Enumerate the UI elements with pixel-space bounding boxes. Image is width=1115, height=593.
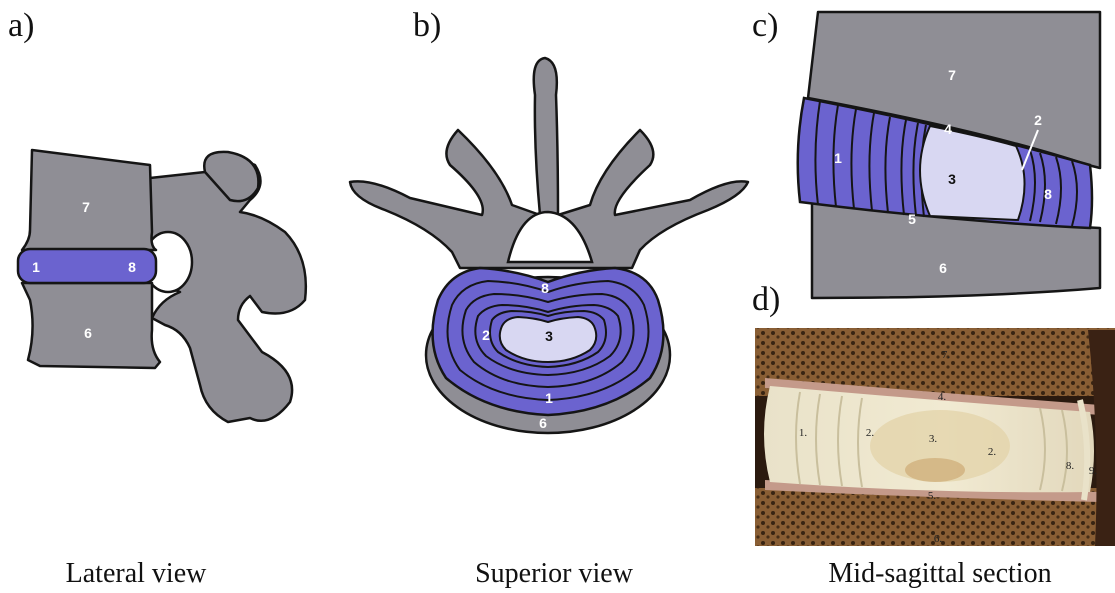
label-7-section: 7: [948, 67, 956, 83]
label-5-section: 5: [908, 211, 916, 227]
label-3-section: 3: [948, 171, 956, 187]
label-8-section: 8: [1044, 186, 1052, 202]
photo-label-9: 9.: [1089, 465, 1098, 477]
photo-label-4: 4.: [938, 391, 947, 403]
label-6-lateral: 6: [84, 325, 92, 341]
photo-label-5: 5.: [928, 490, 937, 502]
label-2-section: 2: [1034, 112, 1042, 128]
caption-lateral: Lateral view: [66, 558, 207, 589]
label-7-lateral: 7: [82, 199, 90, 215]
panel-b-letter: b): [413, 7, 441, 44]
panel-c: c) 7 4 2 1 3 8 5 6: [752, 7, 1100, 298]
caption-superior: Superior view: [475, 558, 634, 589]
panel-c-letter: c): [752, 7, 778, 44]
label-1-section: 1: [834, 150, 842, 166]
label-6-superior: 6: [539, 415, 547, 431]
panel-d-letter: d): [752, 281, 780, 318]
panel-d: d) 7. 4. 1.: [752, 281, 1115, 589]
caption-mid-sagittal: Mid-sagittal section: [828, 558, 1051, 589]
photo-label-2a: 2.: [866, 427, 875, 439]
label-3-superior: 3: [545, 328, 553, 344]
label-1-lateral: 1: [32, 259, 40, 275]
panel-a-letter: a): [8, 7, 34, 44]
photo-label-1: 1.: [799, 427, 808, 439]
photo-label-2b: 2.: [988, 446, 997, 458]
label-6-section: 6: [939, 260, 947, 276]
label-4-section: 4: [944, 121, 952, 137]
photo-label-6: 6.: [934, 533, 943, 545]
panel-b: b) 8 2 3 1 6 Superior view: [350, 7, 748, 589]
label-8-superior: 8: [541, 280, 549, 296]
label-8-lateral: 8: [128, 259, 136, 275]
photo-label-8: 8.: [1066, 460, 1075, 472]
label-1-superior: 1: [545, 390, 553, 406]
panel-a: a) 7 6 1 8 Lateral view: [8, 7, 306, 589]
photo-label-3: 3.: [929, 433, 938, 445]
photo-label-7: 7.: [942, 349, 951, 361]
label-2-superior: 2: [482, 327, 490, 343]
